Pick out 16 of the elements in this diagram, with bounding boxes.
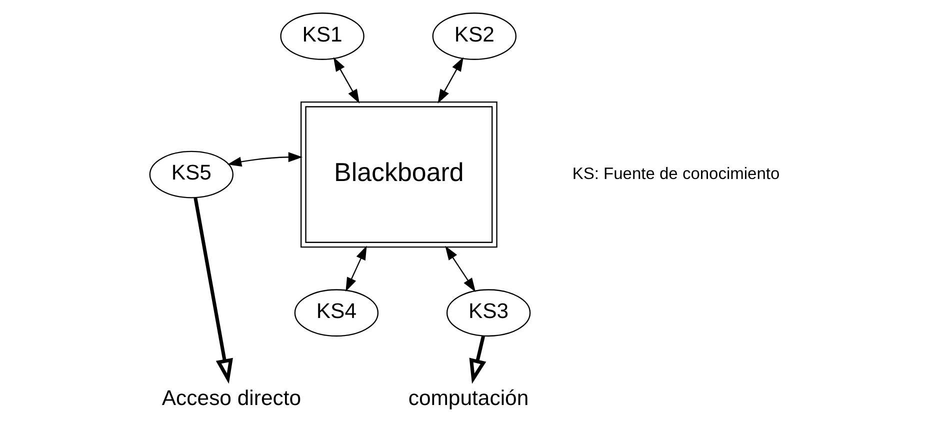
arrow [444,246,476,292]
arrow [193,198,232,384]
arrow [226,152,302,167]
node-box: Blackboard [300,101,497,248]
node-ellipse: KS5 [148,150,234,198]
node-ellipse: KS1 [280,12,364,60]
label: KS: Fuente de conocimiento [572,164,780,183]
node-ellipse: KS3 [446,289,530,337]
arrow [437,57,463,104]
arrow [468,336,486,384]
arrow [345,246,366,292]
node-text: Acceso directo [161,387,301,410]
node-ellipse: KS2 [432,12,516,60]
arrow [332,57,360,104]
node-ellipse: KS4 [294,289,378,337]
node-text: computación [408,387,528,410]
